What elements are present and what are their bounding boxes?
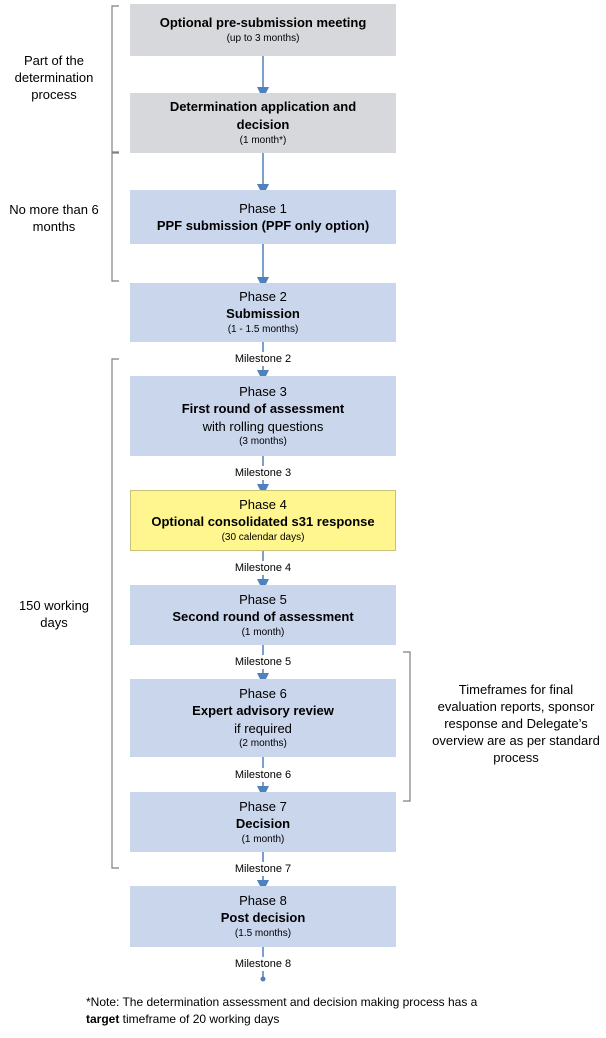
box-title: Optional consolidated s31 response — [151, 514, 375, 529]
bracket-timeframes — [403, 651, 411, 802]
milestone-label: Milestone 2 — [130, 352, 396, 366]
box-phase: Phase 6 — [239, 686, 287, 701]
box-determination-application: Determination application and decision (… — [130, 93, 396, 153]
box-phase-6: Phase 6 Expert advisory review if requir… — [130, 679, 396, 757]
box-title: Decision — [235, 815, 291, 831]
label-timeframes: Timeframes for final evaluation reports,… — [432, 682, 600, 765]
box-phase-5: Phase 5 Second round of assessment (1 mo… — [130, 585, 396, 645]
milestone-label: Milestone 5 — [130, 655, 396, 669]
box-phase: Phase 8 — [239, 893, 287, 908]
box-phase: Phase 5 — [239, 591, 287, 607]
box-title: PPF submission (PPF only option) — [156, 217, 370, 233]
label-no-more-than-6-months: No more than 6 months — [9, 202, 99, 234]
bracket-working-days — [111, 358, 119, 869]
box-title: Optional pre-submission meeting — [159, 15, 367, 30]
box-title: Second round of assessment — [172, 608, 354, 624]
box-title: Determination application and decision — [169, 99, 357, 132]
label-determination-process: Part of the determination process — [14, 53, 94, 102]
box-phase-4: Phase 4 Optional consolidated s31 respon… — [130, 490, 396, 551]
milestone-label: Milestone 4 — [130, 561, 396, 575]
box-duration: (2 months) — [239, 738, 287, 749]
box-duration: (up to 3 months) — [226, 33, 300, 44]
footnote-prefix: *Note: The determination assessment and … — [86, 995, 478, 1009]
box-duration: (1.5 months) — [234, 928, 292, 939]
footnote: *Note: The determination assessment and … — [86, 994, 486, 1028]
box-pre-submission-meeting: Optional pre-submission meeting (up to 3… — [130, 4, 396, 56]
milestone-label: Milestone 7 — [130, 862, 396, 876]
box-phase: Phase 1 — [239, 200, 287, 216]
box-phase: Phase 2 — [239, 289, 287, 304]
milestone-label: Milestone 3 — [130, 466, 396, 480]
box-phase: Phase 3 — [239, 384, 287, 399]
box-duration: (3 months) — [239, 436, 287, 447]
box-phase-1: Phase 1 PPF submission (PPF only option) — [130, 190, 396, 244]
bracket-determination — [111, 5, 119, 153]
footnote-emphasis: target — [86, 1012, 120, 1026]
milestone-label: Milestone 6 — [130, 768, 396, 782]
box-duration: (1 month*) — [239, 135, 287, 146]
box-title: Submission — [226, 306, 300, 321]
box-subtitle: with rolling questions — [202, 419, 324, 434]
box-title: Expert advisory review — [192, 703, 334, 718]
label-150-working-days: 150 working days — [18, 598, 90, 630]
milestone-label: Milestone 8 — [130, 957, 396, 971]
bracket-no-more-than — [111, 152, 119, 282]
box-duration: (1 - 1.5 months) — [227, 324, 299, 335]
box-phase: Phase 7 — [239, 798, 287, 814]
end-dot — [260, 976, 266, 982]
box-duration: (1 month) — [241, 833, 285, 845]
box-phase: Phase 4 — [239, 497, 287, 512]
box-phase-2: Phase 2 Submission (1 - 1.5 months) — [130, 283, 396, 342]
box-duration: (30 calendar days) — [221, 532, 305, 543]
box-subtitle: if required — [234, 721, 292, 736]
box-phase-8: Phase 8 Post decision (1.5 months) — [130, 886, 396, 947]
box-duration: (1 month) — [241, 626, 285, 638]
box-title: Post decision — [220, 910, 306, 925]
footnote-suffix: timeframe of 20 working days — [119, 1012, 280, 1026]
box-phase-3: Phase 3 First round of assessment with r… — [130, 376, 396, 456]
box-phase-7: Phase 7 Decision (1 month) — [130, 792, 396, 852]
box-title: First round of assessment — [181, 401, 345, 416]
